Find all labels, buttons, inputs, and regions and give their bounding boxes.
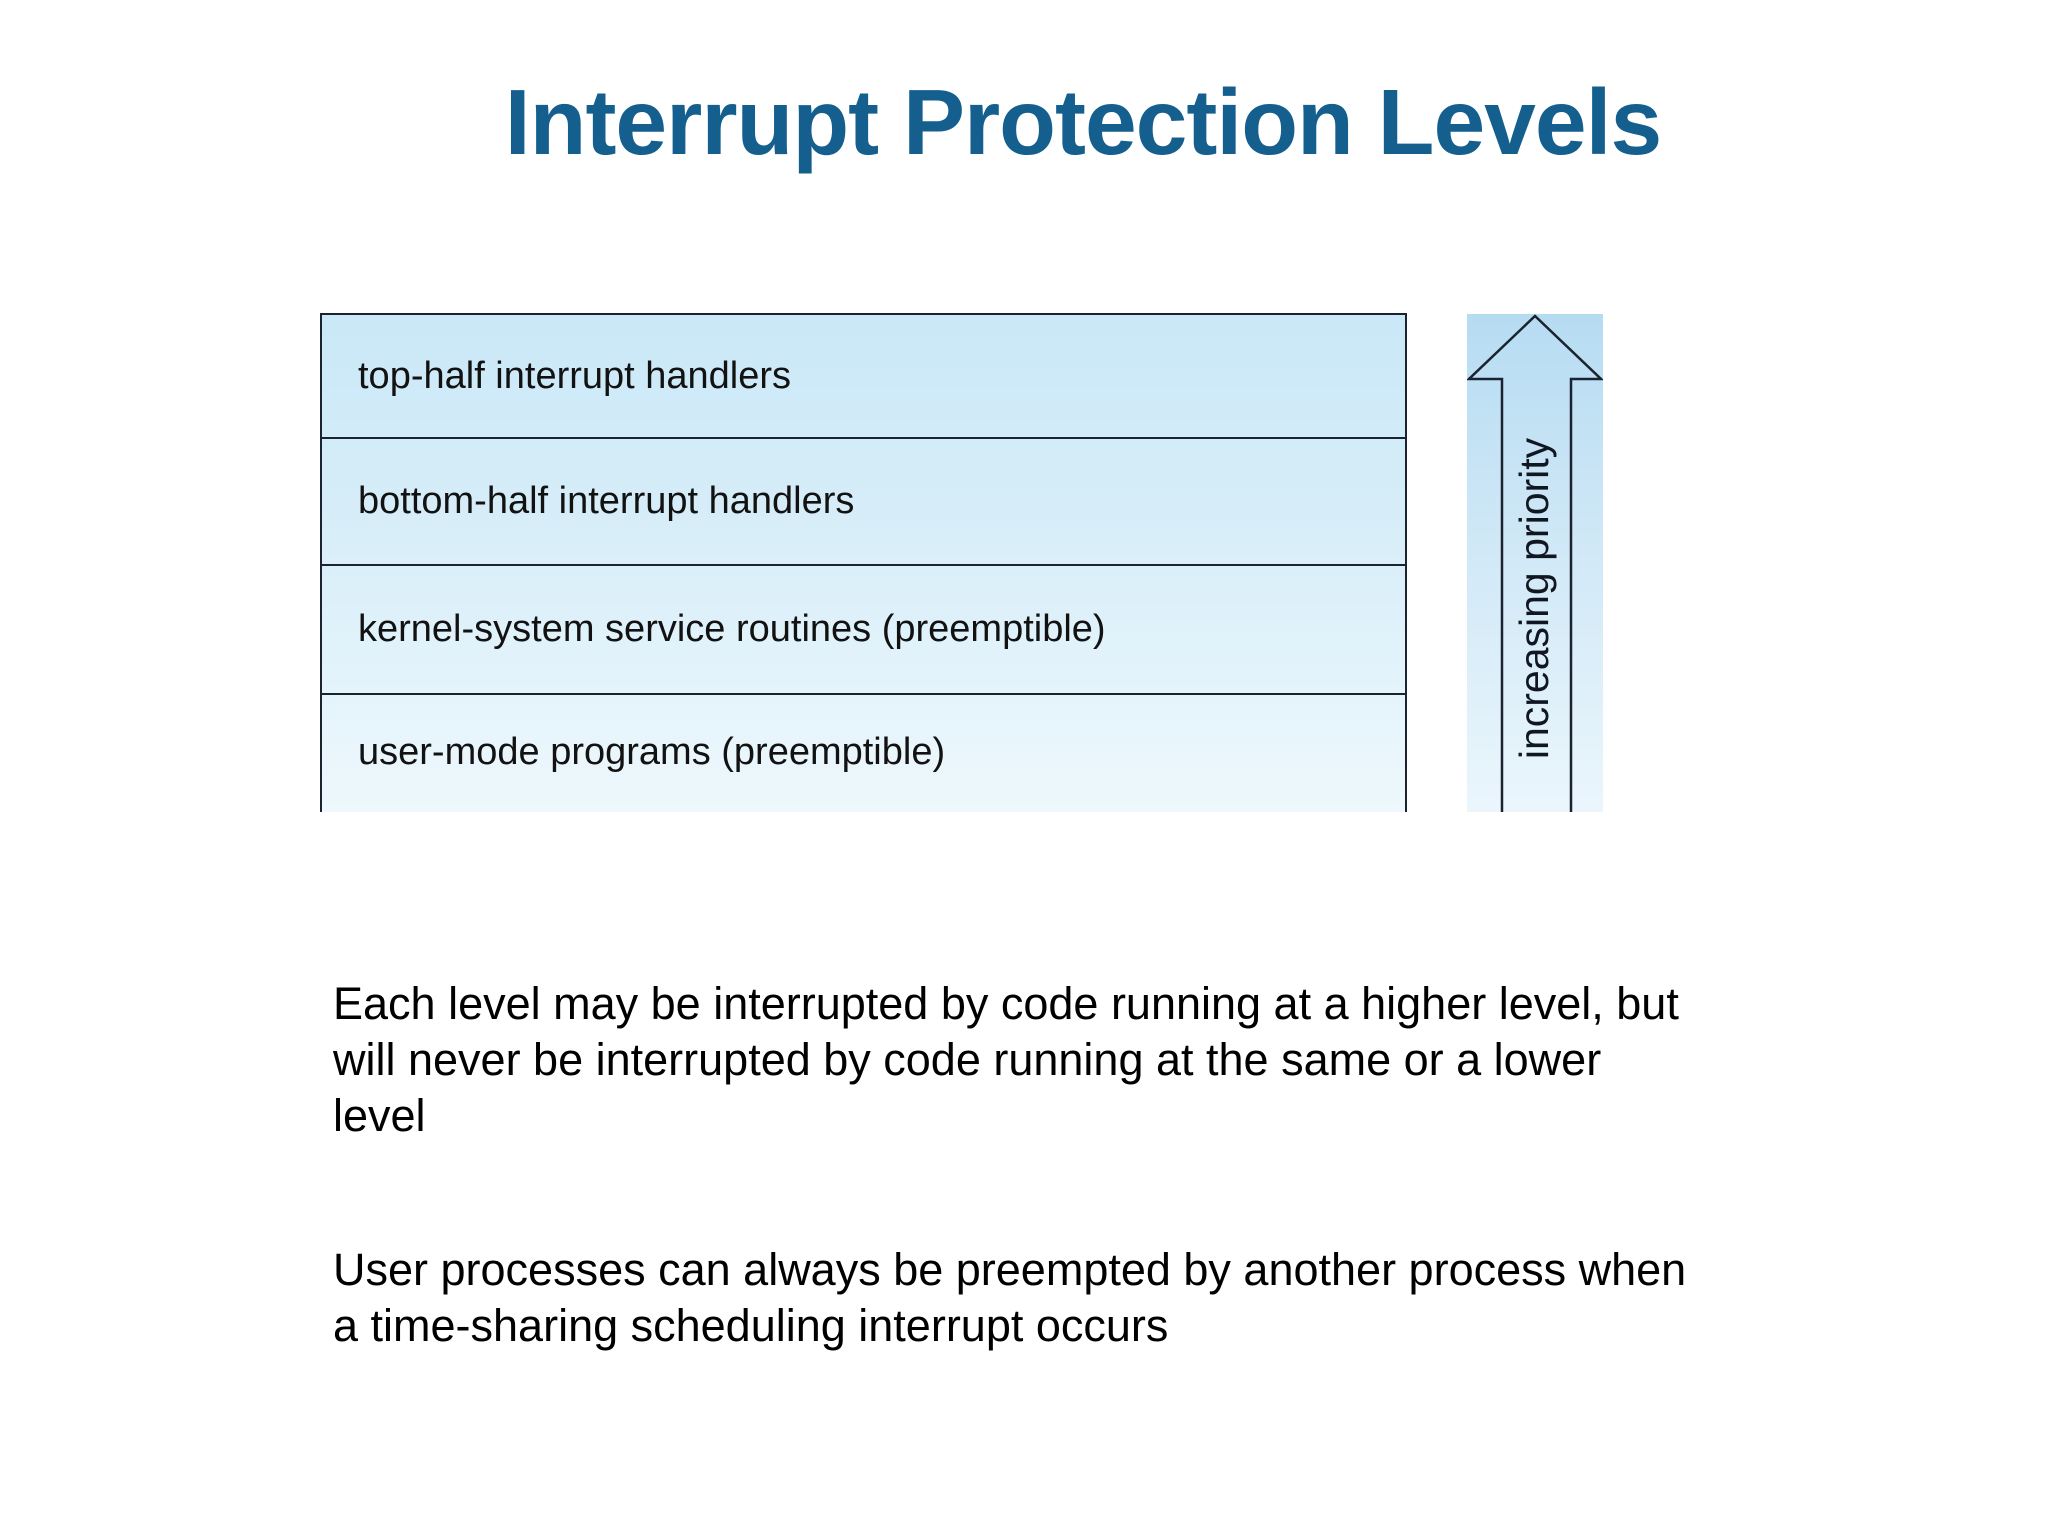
level-row-bottom-half: bottom-half interrupt handlers [322, 439, 1405, 566]
up-arrow-icon [1467, 314, 1603, 812]
interrupt-level-stack: top-half interrupt handlers bottom-half … [320, 313, 1407, 812]
level-label: bottom-half interrupt handlers [358, 480, 855, 522]
page-title: Interrupt Protection Levels [504, 70, 1662, 174]
paragraph-interrupt-rule: Each level may be interrupted by code ru… [333, 976, 1679, 1144]
level-label: kernel-system service routines (preempti… [358, 608, 1106, 650]
paragraph-line: User processes can always be preempted b… [333, 1244, 1687, 1295]
increasing-priority-arrow: increasing priority [1467, 314, 1603, 812]
level-row-kernel-system: kernel-system service routines (preempti… [322, 566, 1405, 695]
paragraph-user-preemption: User processes can always be preempted b… [333, 1242, 1686, 1354]
paragraph-line: Each level may be interrupted by code ru… [333, 978, 1679, 1029]
level-row-top-half: top-half interrupt handlers [322, 315, 1405, 439]
paragraph-line: a time-sharing scheduling interrupt occu… [333, 1300, 1169, 1351]
level-label: top-half interrupt handlers [358, 354, 792, 397]
paragraph-line: level [333, 1090, 426, 1141]
level-row-user-mode: user-mode programs (preemptible) [322, 695, 1405, 809]
paragraph-line: will never be interrupted by code runnin… [333, 1034, 1602, 1085]
level-label: user-mode programs (preemptible) [358, 730, 946, 773]
